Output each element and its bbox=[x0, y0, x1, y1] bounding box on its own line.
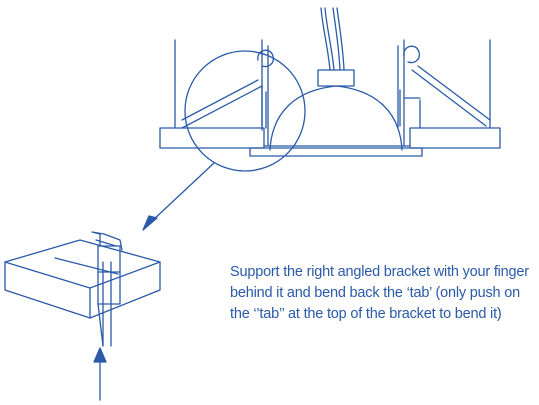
lamp-dome bbox=[269, 85, 403, 151]
cable-wires bbox=[320, 7, 345, 71]
downlight-fixture-drawing bbox=[159, 7, 501, 157]
terminal-block bbox=[317, 69, 355, 87]
push-arrow bbox=[93, 347, 107, 401]
ceiling-panel-left bbox=[159, 127, 265, 149]
trim-flange bbox=[249, 147, 423, 157]
zoom-circle bbox=[184, 50, 306, 172]
bracket-tab-detail bbox=[4, 231, 161, 347]
instruction-text: Support the right angled bracket with yo… bbox=[230, 264, 529, 322]
pointer-arrow bbox=[142, 162, 215, 231]
ceiling-panel-right bbox=[409, 127, 501, 149]
